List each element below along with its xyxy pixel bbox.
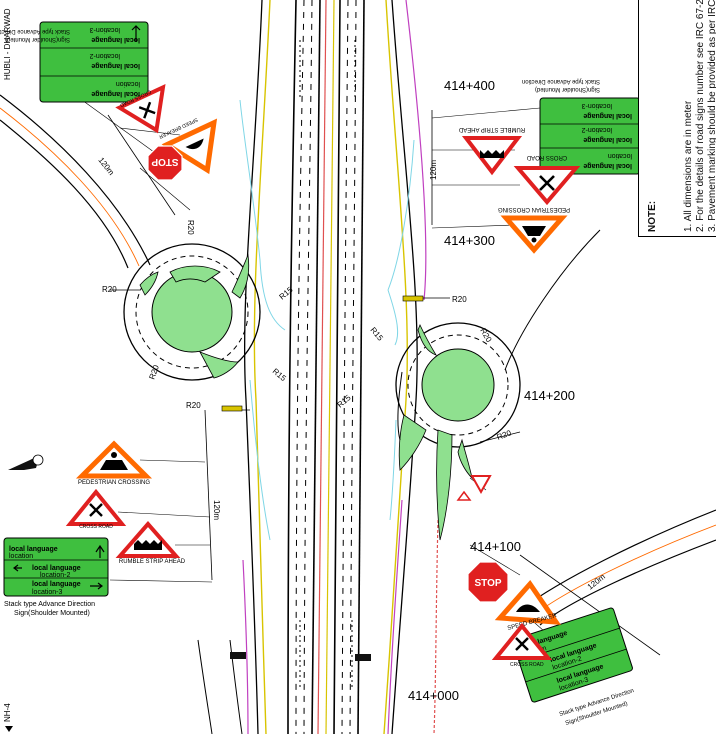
bl-caption-2: Sign(Shoulder Mounted) [14,610,90,617]
side-roads [0,94,716,735]
bl-caption-1: Stack type Advance Direction [4,601,95,608]
chainage-414-000: 414+000 [408,688,459,703]
tl-caption-2: Sign(Shoulder Mounted) [5,36,70,42]
tr-line-2b: location-2 [582,126,612,133]
tr-rumble-label: RUMBLE STRIP AHEAD [458,126,525,132]
dim-r20-a: R20 [102,285,117,294]
tr-line-3b: location-3 [582,102,612,109]
dimension-lines: 120m 120m 120m 120m R20 R20 R20 R20 R20 … [96,110,661,656]
dim-r20-b: R20 [186,220,195,235]
dim-120m-bottom-left: 120m [212,500,221,520]
tr-line-1: local language [583,162,632,169]
br-cross-road-label: CROSS ROAD [510,662,544,668]
tl-line-2b: location-2 [90,52,120,59]
chainage-414-100: 414+100 [470,539,521,554]
left-roundabout [123,243,261,381]
tl-line-3: local language [91,36,140,43]
bl-line-2b: location-2 [40,572,70,579]
br-stop-label: STOP [474,578,501,589]
tl-line-1: local language [91,90,140,97]
bl-line-2: local language [32,565,81,572]
cross-road-sign-bottom-left [65,488,127,526]
rumble-strip-sign-bottom-left [115,520,181,558]
stack-sign-bottom-left: local language location local language l… [3,537,109,597]
notes-title: NOTE: [647,200,658,232]
cross-road-sign-top-left [115,83,166,134]
pedestrian-crossing-sign-bottom-left [75,440,153,479]
pedestrian-crossing-sign-top-right [500,215,568,254]
stop-sign-top-left: STOP [147,145,183,181]
dim-r20-g: R20 [496,428,513,442]
hubli-dharwad-label: HUBLI - DHARWAD [3,8,12,80]
tr-line-1b: location [608,152,632,159]
note-2: 2. For the details of road signs number … [695,0,706,232]
dim-r20-f: R20 [478,327,493,345]
tr-line-3: local language [583,112,632,119]
bl-line-3: local language [32,581,81,588]
tr-caption-2: Sign(Shoulder Mounted) [535,86,600,92]
speed-breaker-sign-top-left [161,118,218,175]
dim-r20-c: R20 [186,401,201,410]
dim-r15-d: R15 [336,393,353,410]
notes-box: NOTE: 1. All dimensions are in meter 2. … [638,0,716,237]
road-markers [8,295,424,661]
tl-line-2: local language [91,62,140,69]
tr-ped-label: PEDESTRIAN CROSSING [498,206,570,212]
chainage-414-200: 414+200 [524,388,575,403]
dim-r15-c: R15 [271,367,288,384]
bl-line-1b: location [9,553,33,560]
cross-road-sign-bottom-right [491,622,553,660]
tr-line-2: local language [583,136,632,143]
chainage-labels: 414+400 414+300 414+200 414+100 414+000 [408,78,575,703]
stack-sign-top-left: local language location local language l… [39,21,149,103]
tl-caption-1: Stack type Advance Direction [0,28,70,34]
chainage-414-400: 414+400 [444,78,495,93]
bl-ped-label: PEDESTRIAN CROSSING [78,480,150,486]
bl-rumble-label: RUMBLE STRIP AHEAD [119,559,186,565]
tl-line-1b: location [116,80,140,87]
small-sign-right-roundabout [456,475,492,501]
stack-sign-bottom-right: local language location local language l… [512,607,633,703]
rumble-strip-sign-top-right [461,136,523,176]
main-carriageway [242,0,439,735]
stack-sign-top-right: local language location local language l… [539,97,641,175]
dim-r20-e: R20 [452,295,467,304]
median-connector-lines [239,99,415,541]
dim-r15-a: R15 [278,285,295,302]
speed-breaker-sign-bottom-right [494,579,561,625]
dim-120m-top-right: 120m [429,160,438,180]
tr-caption-1: Stack type Advance Direction [522,78,600,84]
bl-line-1: local language [9,546,58,553]
tl-line-3b: location-3 [90,26,120,33]
dim-r15-b: R15 [368,326,385,343]
chainage-414-300: 414+300 [444,233,495,248]
dim-r20-d: R20 [147,363,161,380]
nh4-arrow-icon [5,726,13,732]
note-3: 3. Pavement marking should be provided a… [707,0,716,232]
note-1: 1. All dimensions are in meter [683,100,694,232]
bl-cross-road-label: CROSS ROAD [79,524,113,530]
dim-120m-bottom-right: 120m [586,572,608,592]
tl-stop-label: STOP [151,156,178,167]
dim-120m-top-left: 120m [96,156,116,178]
stop-sign-bottom-right: STOP [467,561,509,603]
bl-line-3b: location-3 [32,589,62,596]
nh4-label: NH-4 [3,703,12,722]
cross-road-sign-top-right [513,166,581,206]
right-roundabout [395,322,521,541]
tr-cross-road-label: CROSS ROAD [526,154,567,160]
